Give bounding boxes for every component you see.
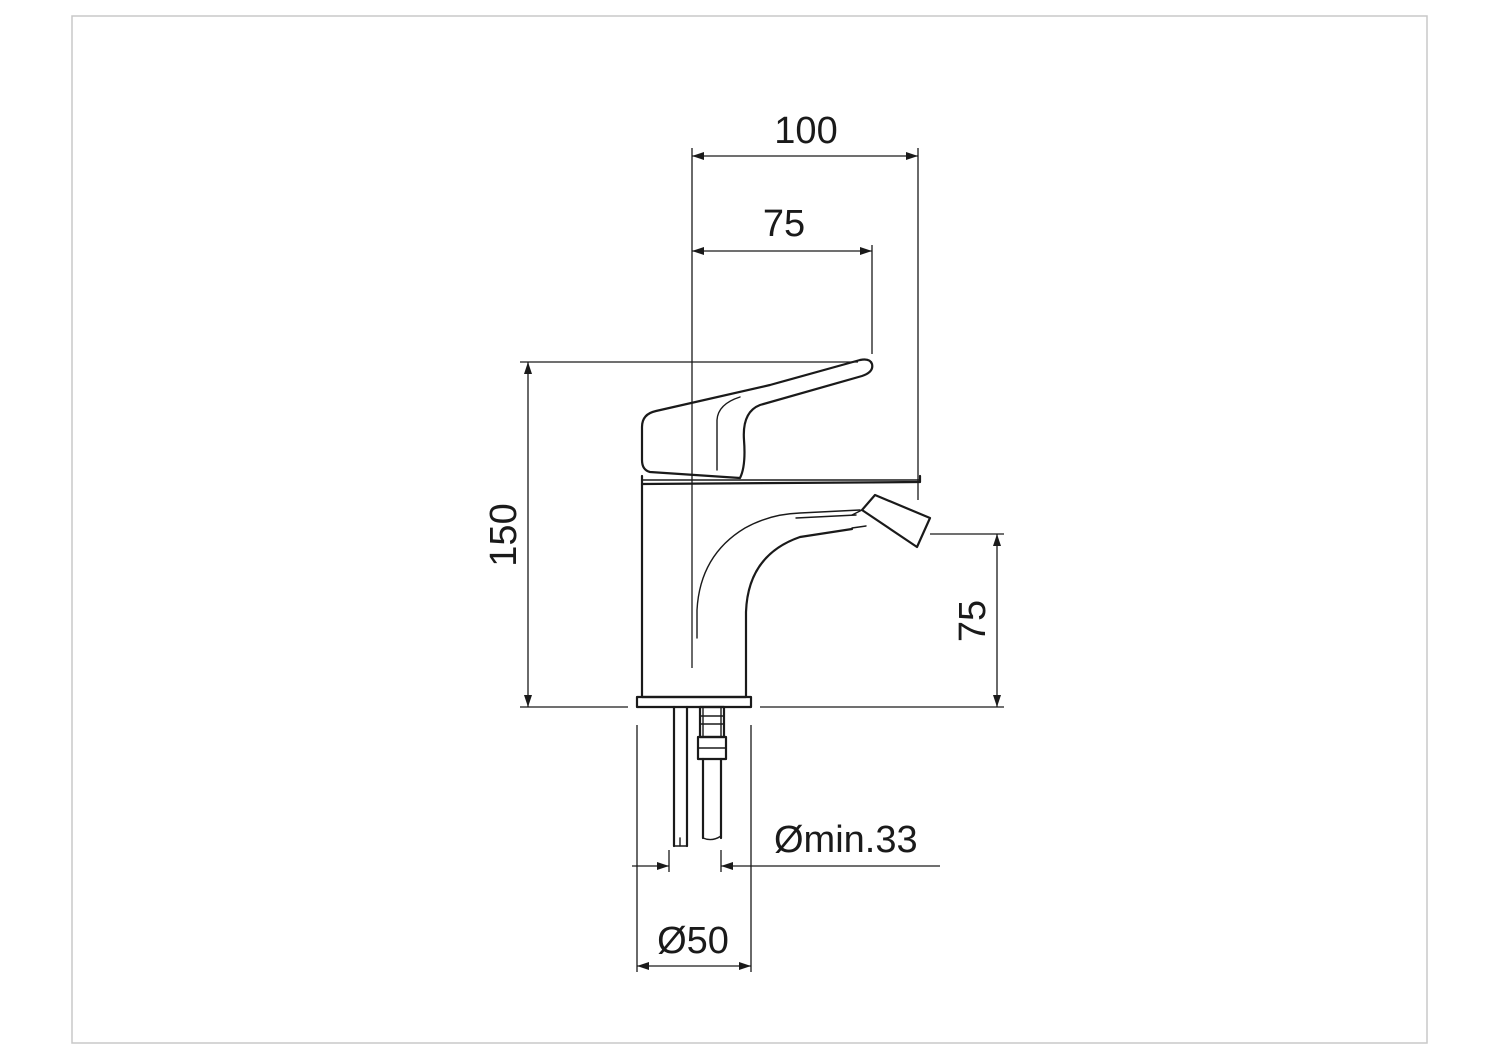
faucet-outline xyxy=(635,358,932,848)
spout-inner xyxy=(696,509,861,639)
dim-overall-height: 150 xyxy=(483,503,525,566)
bidet-nozzle xyxy=(851,493,932,549)
faucet-body xyxy=(640,482,854,699)
extension-lines xyxy=(520,148,1004,972)
dim-overall-reach: 100 xyxy=(774,110,837,152)
dim-hole-min-diameter: Ømin.33 xyxy=(774,819,918,861)
dim-nozzle-height: 75 xyxy=(952,600,994,642)
supply-hose xyxy=(696,705,728,841)
dim-lever-reach: 75 xyxy=(763,203,805,245)
lever-inner-curve xyxy=(716,396,741,471)
base-plate xyxy=(635,695,753,709)
dim-base-diameter: Ø50 xyxy=(657,920,729,962)
lever-handle xyxy=(640,358,874,480)
drawing-frame xyxy=(71,15,1428,1044)
pop-up-rod xyxy=(672,705,689,848)
